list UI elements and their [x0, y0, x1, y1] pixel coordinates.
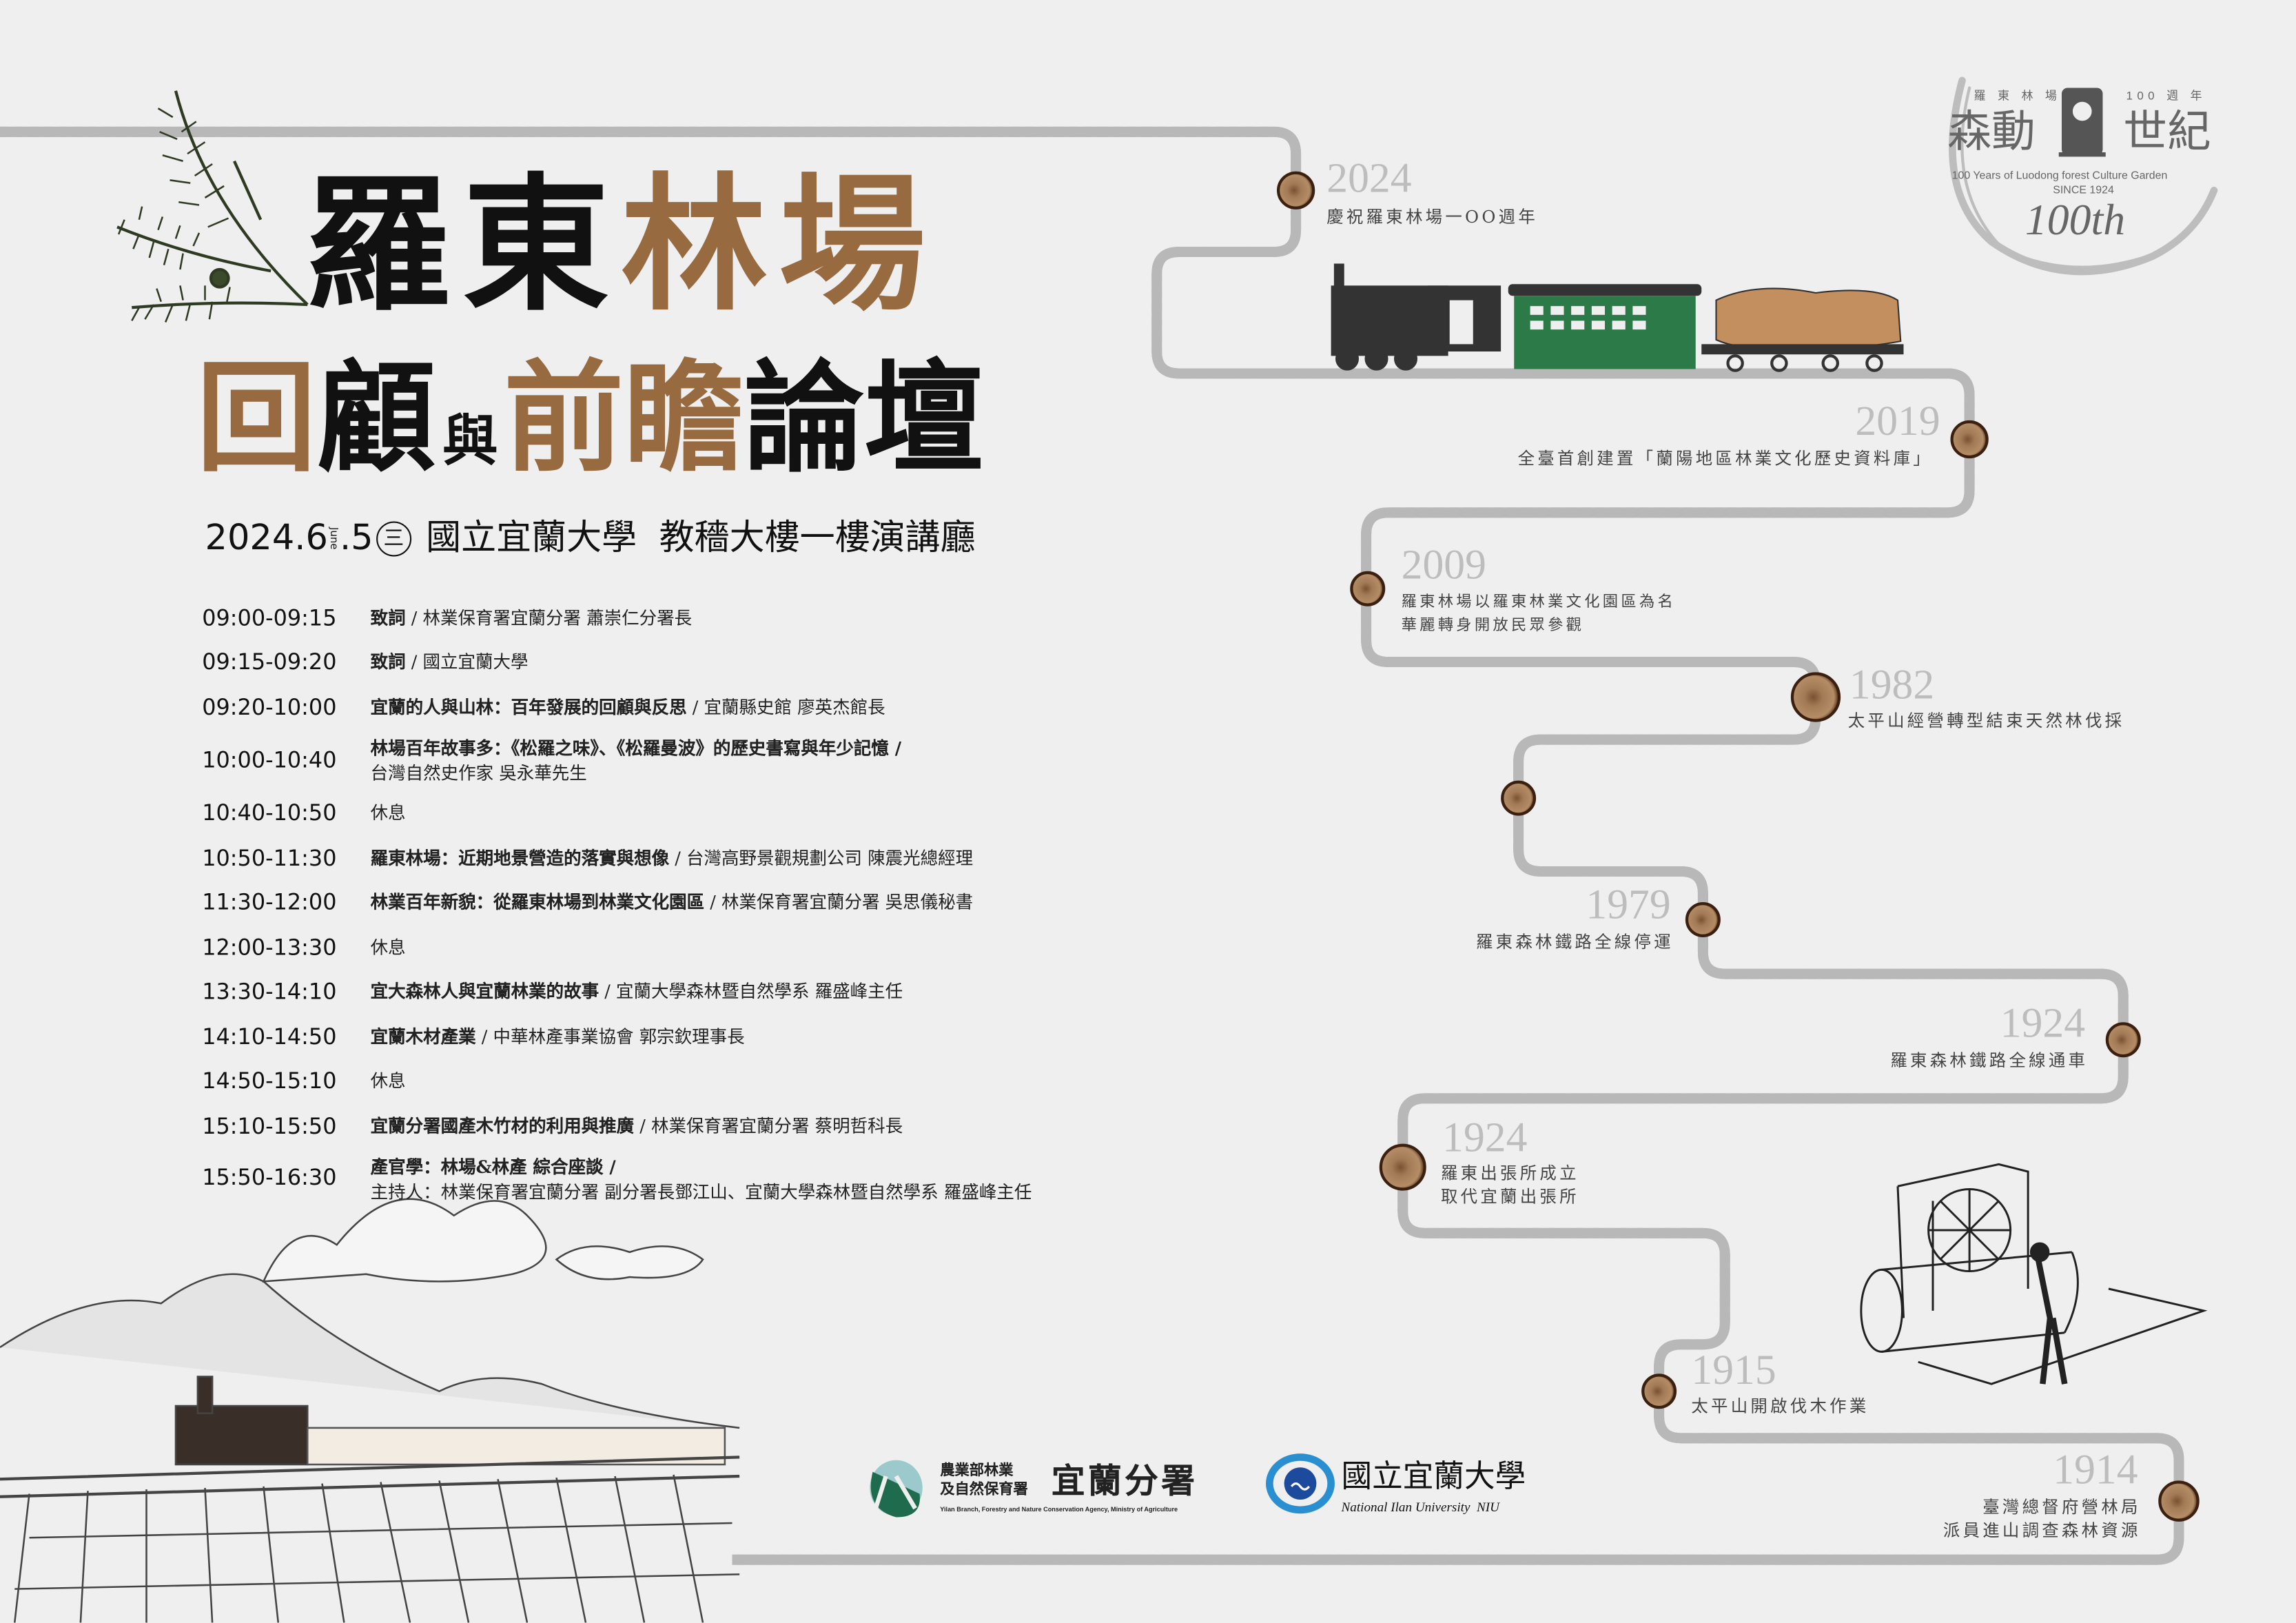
- logo-top-right: 100 週 年: [2126, 89, 2206, 103]
- agency-name: 農業部林業及自然保育署: [940, 1462, 1028, 1498]
- university-name: 國立宜蘭大學: [1341, 1458, 1526, 1494]
- event-day: .5: [339, 517, 373, 558]
- timeline-event: 臺灣總督府營林局派員進山調查森林資源: [1943, 1496, 2141, 1541]
- train-illustration: [1331, 263, 1904, 372]
- schedule-time: 14:50-15:10: [202, 1068, 337, 1094]
- log-marker: [1685, 902, 1721, 937]
- schedule-time: 13:30-14:10: [202, 978, 337, 1005]
- forest-train-trestle-illustration: [0, 1198, 740, 1623]
- event-month-en: June: [327, 527, 340, 551]
- title-char: 回: [196, 349, 317, 489]
- title-char: 林: [621, 159, 779, 331]
- schedule-item: 宜蘭的人與山林：百年發展的回顧與反思 / 宜蘭縣史館 廖英杰館長: [370, 697, 885, 718]
- title-char: 與: [442, 408, 498, 473]
- schedule-time: 15:50-16:30: [202, 1164, 337, 1191]
- anniversary-logo-swoosh: [1949, 76, 2218, 276]
- logo-english: 100 Years of Luodong forest Culture Gard…: [1951, 168, 2168, 182]
- log-marker: [1641, 1374, 1677, 1409]
- schedule-item: 宜大森林人與宜蘭林業的故事 / 宜蘭大學森林暨自然學系 羅盛峰主任: [370, 981, 903, 1002]
- schedule-time: 10:00-10:40: [202, 746, 337, 773]
- university-english: National Ilan University NIU: [1341, 1500, 1500, 1515]
- schedule-time: 10:40-10:50: [202, 799, 337, 826]
- log-marker: [1790, 672, 1841, 722]
- schedule-item: 致詞 / 林業保育署宜蘭分署 蕭崇仁分署長: [370, 607, 693, 629]
- timeline-year: 2009: [1401, 542, 1486, 589]
- timeline-year: 1979: [1586, 881, 1671, 929]
- schedule-item: 休息: [370, 1070, 406, 1092]
- log-marker: [2105, 1022, 2141, 1058]
- log-marker: [1379, 1143, 1426, 1191]
- logo-100th: 100th: [2025, 196, 2126, 245]
- log-marker: [1950, 420, 1989, 459]
- schedule-item: 休息: [370, 937, 406, 958]
- timeline-event: 慶祝羅東林場一OO週年: [1326, 206, 1539, 227]
- title-char: 前: [504, 349, 624, 489]
- schedule-time: 12:00-13:30: [202, 934, 337, 961]
- log-marker: [1277, 171, 1315, 210]
- logo-since: SINCE 1924: [2053, 183, 2114, 196]
- timeline-year: 1915: [1691, 1347, 1776, 1394]
- schedule-time: 15:10-15:50: [202, 1113, 337, 1140]
- event-date: 2024.6: [205, 517, 328, 558]
- schedule-item: 休息: [370, 802, 406, 824]
- forum-title-line1: 羅東林場: [305, 172, 937, 320]
- timeline-year: 1914: [2053, 1447, 2138, 1494]
- agency-english: Yilan Branch, Forestry and Nature Conser…: [940, 1505, 1178, 1513]
- schedule-time: 09:15-09:20: [202, 649, 337, 675]
- timeline-event: 太平山經營轉型結束天然林伐採: [1847, 710, 2125, 731]
- title-char: 場: [779, 159, 937, 331]
- cypress-branch-illustration: [116, 90, 309, 323]
- timeline-year: 1924: [1442, 1114, 1528, 1162]
- sawmill-worker-illustration: [1860, 1163, 2208, 1385]
- schedule-time: 09:20-10:00: [202, 694, 337, 721]
- timeline-event: 羅東森林鐵路全線停運: [1476, 931, 1674, 952]
- timeline-year: 2024: [1326, 155, 1412, 203]
- event-weekday: 三: [376, 521, 411, 557]
- title-char: 東: [462, 159, 621, 331]
- schedule-item: 羅東林場：近期地景營造的落實與想像 / 台灣高野景觀規劃公司 陳震光總經理: [370, 848, 974, 869]
- schedule-time: 11:30-12:00: [202, 888, 337, 916]
- schedule-item: 林業百年新貌：從羅東林場到林業文化園區 / 林業保育署宜蘭分署 吳思儀秘書: [370, 892, 974, 912]
- event-venue: 國立宜蘭大學 教穡大樓一樓演講廳: [426, 517, 976, 558]
- timeline-event: 全臺首創建置「蘭陽地區林業文化歷史資料庫」: [1517, 448, 1933, 469]
- title-char: 顧: [316, 349, 437, 489]
- log-marker: [1350, 571, 1386, 606]
- agency-branch: 宜蘭分署: [1051, 1461, 1198, 1500]
- log-marker: [2158, 1480, 2200, 1522]
- timeline-year: 1924: [2000, 1000, 2085, 1048]
- schedule-item: 宜蘭木材產業 / 中華林產事業協會 郭宗欽理事長: [370, 1026, 745, 1048]
- timeline-event: 太平山開啟伐木作業: [1691, 1396, 1869, 1416]
- niu-logo-mark: [1266, 1453, 1335, 1514]
- logo-main-right: 世紀: [2123, 107, 2211, 159]
- logo-top-left: 羅 東 林 場: [1974, 89, 2062, 103]
- schedule-time: 14:10-14:50: [202, 1023, 337, 1050]
- timeline-event: 羅東林場以羅東林業文化園區為名華麗轉身開放民眾參觀: [1401, 593, 1677, 635]
- logo-main-left: 森動: [1947, 107, 2036, 159]
- schedule-item: 宜蘭分署國產木竹材的利用與推廣 / 林業保育署宜蘭分署 蔡明哲科長: [370, 1116, 903, 1136]
- schedule-time: 09:00-09:15: [202, 604, 337, 631]
- timeline-year: 2019: [1855, 398, 1940, 445]
- log-marker: [1501, 780, 1537, 816]
- timeline-event: 羅東出張所成立取代宜蘭出張所: [1441, 1163, 1579, 1207]
- locomotive-front-icon: [2058, 88, 2106, 157]
- title-char: 羅: [305, 159, 463, 331]
- schedule-item: 產官學：林場&林產 綜合座談 /主持人：林業保育署宜蘭分署 副分署長鄧江山、宜蘭…: [370, 1156, 1032, 1203]
- timeline-event: 羅東森林鐵路全線通車: [1890, 1050, 2089, 1071]
- forum-title-line2: 回顧與前瞻論壇: [196, 360, 984, 480]
- timeline-year: 1982: [1849, 662, 1935, 709]
- schedule-item: 致詞 / 國立宜蘭大學: [370, 651, 529, 673]
- schedule-time: 10:50-11:30: [202, 845, 337, 872]
- title-char: 論: [744, 349, 864, 489]
- schedule-item: 林場百年故事多：《松羅之味》、《松羅曼波》的歷史書寫與年少記憶 /台灣自然史作家…: [370, 738, 902, 784]
- forestry-agency-logo-mark: [870, 1460, 923, 1518]
- title-char: 瞻: [624, 349, 744, 489]
- title-char: 壇: [863, 349, 985, 489]
